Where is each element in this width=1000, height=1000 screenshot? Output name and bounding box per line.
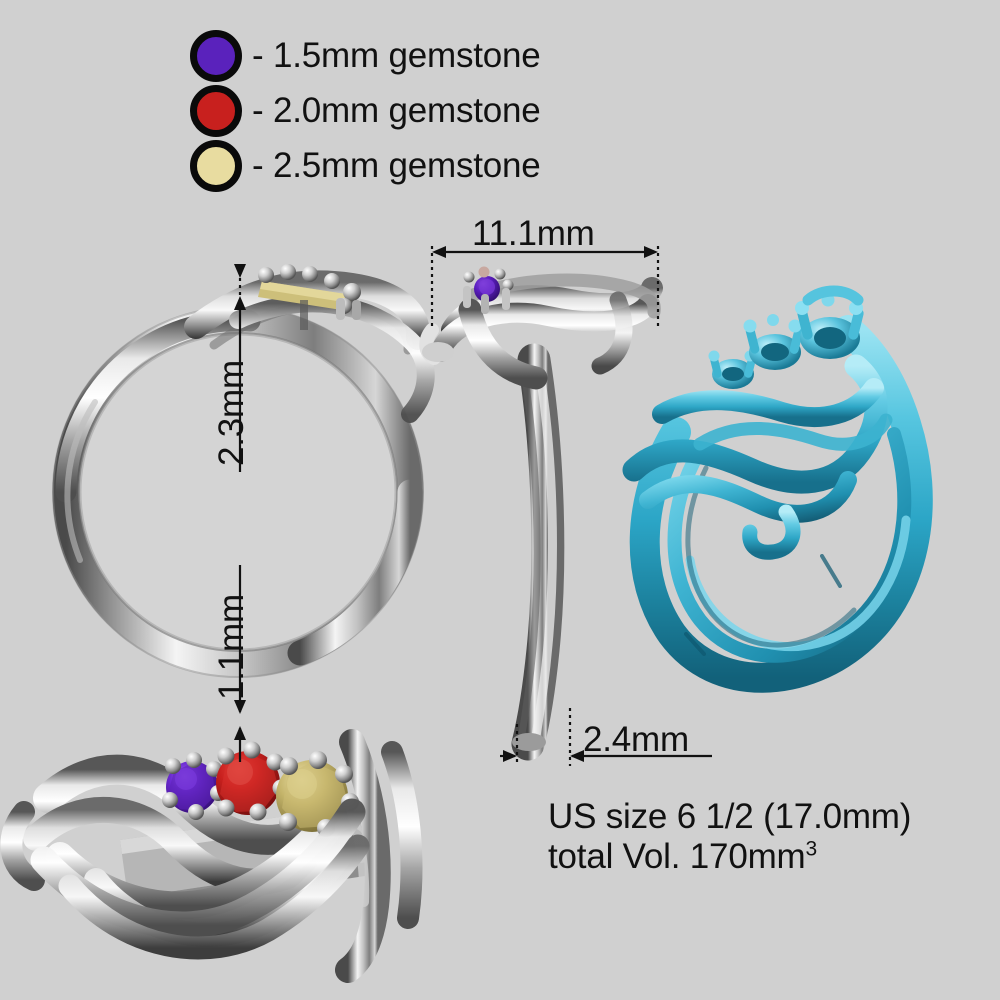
legend-item-0: - 1.5mm gemstone [190, 28, 650, 83]
dimension-label-band-width: 2.4mm [583, 720, 689, 759]
legend-item-2: - 2.5mm gemstone [190, 138, 650, 193]
profile-setting-cluster [258, 264, 361, 320]
ring-perspective-view [622, 285, 933, 693]
gemstone-champagne [276, 751, 359, 837]
ring-volume-line: total Vol. 170mm3 [548, 837, 911, 877]
legend-label-1: - 2.0mm gemstone [252, 90, 541, 130]
champagne-gemstone-swatch [190, 139, 242, 192]
ring-spec-block: US size 6 1/2 (17.0mm) total Vol. 170mm3 [548, 797, 911, 877]
dimension-label-width-top: 11.1mm [472, 214, 595, 253]
ring-profile-view [52, 264, 435, 678]
dim-11-1mm [430, 246, 660, 330]
legend-item-1: - 2.0mm gemstone [190, 83, 650, 138]
dim-2-4mm [500, 708, 712, 766]
gemstone-red [216, 741, 290, 821]
dimension-label-band-lower: 1.1mm [212, 594, 251, 700]
legend-label-0: - 1.5mm gemstone [252, 35, 541, 75]
dim-1-1mm [234, 565, 246, 762]
legend-label-2: - 2.5mm gemstone [252, 145, 541, 185]
dim-2-3mm [234, 264, 246, 472]
red-gemstone-swatch [190, 84, 242, 137]
dimension-label-band-upper: 2.3mm [212, 360, 251, 466]
purple-gemstone-swatch [190, 29, 242, 82]
dimension-annotations [234, 246, 712, 766]
teal-prong-settings [708, 285, 864, 389]
ring-size-line: US size 6 1/2 (17.0mm) [548, 797, 912, 836]
gemstone-legend: - 1.5mm gemstone - 2.0mm gemstone - 2.5m… [190, 28, 650, 193]
ring-setting-detail-view [0, 729, 423, 983]
top-view-setting [463, 266, 514, 314]
ring-volume-value: total Vol. 170mm [548, 836, 806, 876]
ring-volume-exponent: 3 [805, 837, 818, 861]
ring-top-view [419, 266, 663, 761]
